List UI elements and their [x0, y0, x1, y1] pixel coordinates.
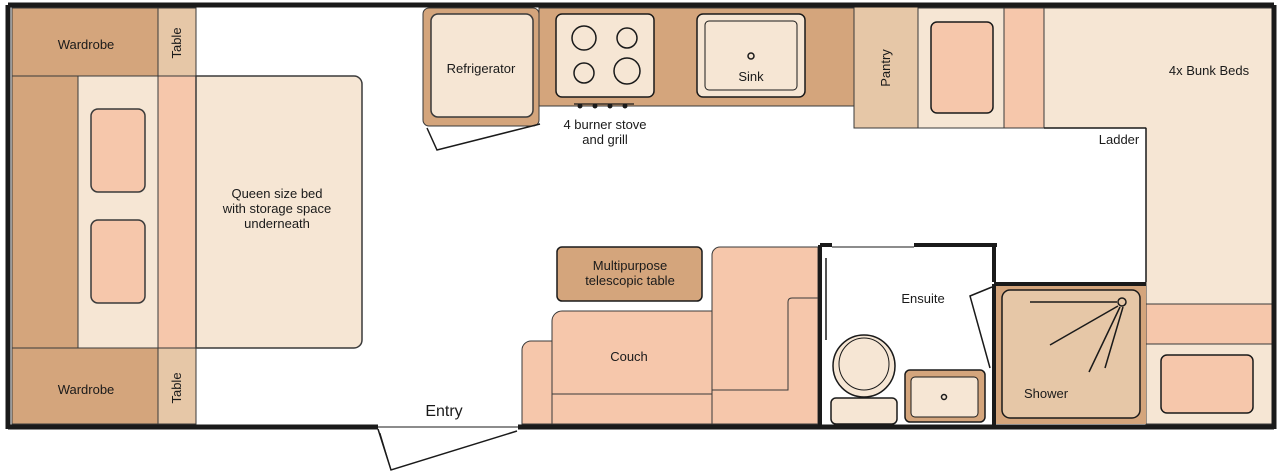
entry-door-swing[interactable] — [377, 428, 518, 471]
label-stove-1: 4 burner stove — [563, 117, 646, 132]
label-bunk-beds: 4x Bunk Beds — [1169, 63, 1250, 78]
label-shower: Shower — [1024, 386, 1069, 401]
stove — [555, 13, 655, 98]
entry-door-leaf — [379, 432, 392, 471]
bunk-strip-bottom — [1145, 303, 1273, 345]
couch-front — [551, 393, 713, 425]
label-wardrobe-top: Wardrobe — [58, 37, 115, 52]
bed-strip — [157, 75, 197, 349]
stove-knobs — [574, 103, 634, 109]
label-ensuite: Ensuite — [901, 291, 944, 306]
fridge-door-swing — [426, 123, 541, 151]
label-refrigerator: Refrigerator — [447, 61, 516, 76]
burner-1 — [571, 25, 597, 51]
bunk-pillow-top — [930, 21, 994, 114]
label-table-top: Table — [169, 27, 184, 58]
vanity-basin — [910, 376, 979, 418]
label-wardrobe-bottom: Wardrobe — [58, 382, 115, 397]
table-top — [157, 7, 197, 77]
table-bottom — [157, 347, 197, 425]
shower — [1001, 289, 1141, 419]
sink-drain — [747, 52, 755, 60]
burner-3 — [573, 62, 595, 84]
toilet-seat — [838, 337, 890, 391]
label-bed-1: Queen size bed — [231, 186, 322, 201]
pillow-bottom — [90, 219, 146, 304]
couch-arm — [521, 340, 553, 425]
bed-side-panel — [11, 75, 79, 349]
shower-head — [1117, 297, 1127, 307]
couch-back-rail — [712, 297, 818, 391]
label-ladder: Ladder — [1099, 132, 1140, 147]
label-bed-2: with storage space — [222, 201, 331, 216]
wardrobe-bottom — [11, 347, 159, 425]
couch-back — [711, 246, 819, 425]
bunk-strip-top — [1003, 7, 1045, 129]
pillow-top — [90, 108, 146, 193]
shower-spray-lines — [1030, 301, 1124, 373]
label-entry: Entry — [425, 403, 462, 420]
bunk-pillow-bottom — [1160, 354, 1254, 414]
label-table-1: Multipurpose — [593, 258, 667, 273]
toilet-cistern — [830, 397, 898, 425]
vanity-drain — [940, 393, 948, 401]
label-bed-3: underneath — [244, 216, 310, 231]
bed-mattress — [195, 75, 363, 349]
wardrobe-top — [11, 7, 159, 77]
burner-4 — [613, 57, 641, 85]
label-stove-2: and grill — [582, 132, 628, 147]
label-table-bottom: Table — [169, 372, 184, 403]
pantry — [853, 5, 919, 129]
sink-basin — [704, 20, 798, 91]
label-sink: Sink — [738, 69, 764, 84]
telescopic-table — [556, 246, 703, 302]
burner-2 — [616, 27, 638, 49]
refrigerator — [430, 13, 534, 118]
label-pantry: Pantry — [878, 49, 893, 87]
label-table-2: telescopic table — [585, 273, 675, 288]
label-couch: Couch — [610, 349, 648, 364]
shower-door-swing — [969, 286, 993, 369]
